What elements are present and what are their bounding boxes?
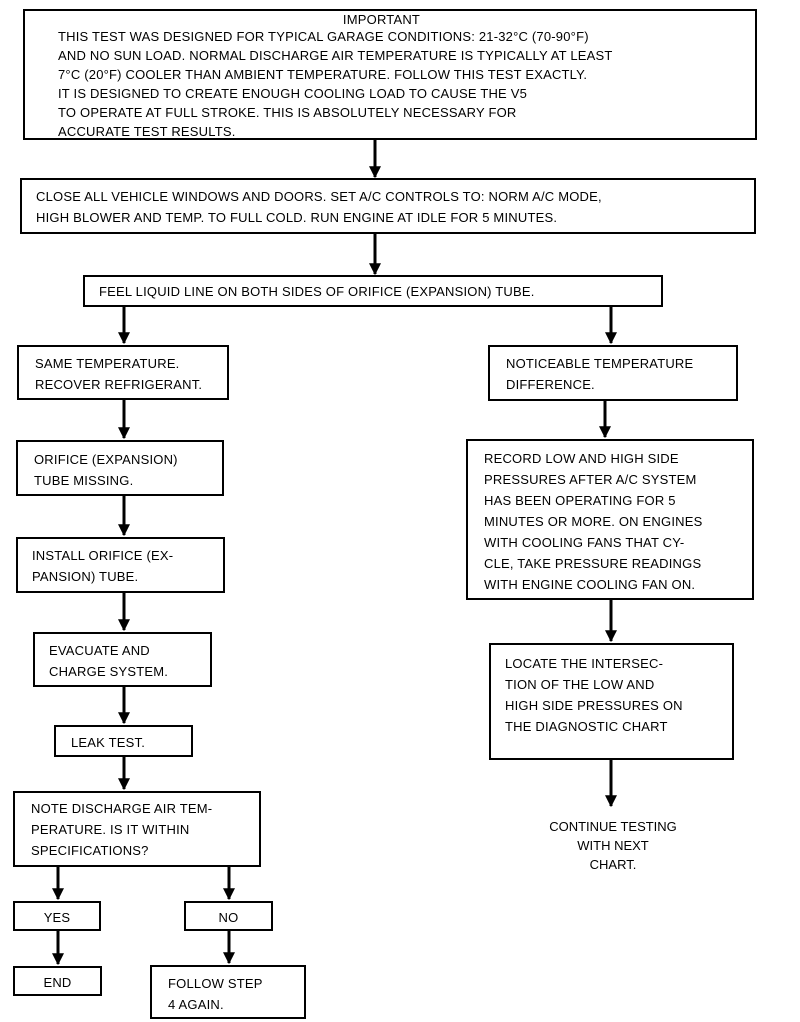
end-terminal-box: END [13,966,102,996]
step-text-line: TUBE MISSING. [34,473,134,488]
step-text-line: NOTICEABLE TEMPERATURE [506,356,694,371]
step-text-line: NOTE DISCHARGE AIR TEM- [31,801,213,816]
step-text-line: LEAK TEST. [71,735,146,750]
step-text-line: WITH COOLING FANS THAT CY- [484,535,685,550]
step-text-line: CONTINUE TESTING [549,819,677,834]
step-text-line: SAME TEMPERATURE. [35,356,180,371]
step-text-line: EVACUATE AND [49,643,150,658]
leak-test-step-box: LEAK TEST. [54,725,193,757]
note-discharge-decision-box: NOTE DISCHARGE AIR TEM- PERATURE. IS IT … [13,791,261,867]
close-windows-step-box: CLOSE ALL VEHICLE WINDOWS AND DOORS. SET… [20,178,756,234]
step-text-line: PANSION) TUBE. [32,569,139,584]
important-line: THIS TEST WAS DESIGNED FOR TYPICAL GARAG… [58,29,589,44]
feel-liquid-line-step-box: FEEL LIQUID LINE ON BOTH SIDES OF ORIFIC… [83,275,663,307]
step-text-line: ORIFICE (EXPANSION) [34,452,178,467]
noticeable-difference-step-box: NOTICEABLE TEMPERATURE DIFFERENCE. [488,345,738,401]
step-text-line: CLE, TAKE PRESSURE READINGS [484,556,702,571]
step-text-line: HIGH BLOWER AND TEMP. TO FULL COLD. RUN … [36,210,558,225]
follow-step-box: FOLLOW STEP 4 AGAIN. [150,965,306,1019]
step-text-line: HAS BEEN OPERATING FOR 5 [484,493,676,508]
same-temperature-step-box: SAME TEMPERATURE. RECOVER REFRIGERANT. [17,345,229,400]
step-text-line: INSTALL ORIFICE (EX- [32,548,174,563]
install-orifice-step-box: INSTALL ORIFICE (EX- PANSION) TUBE. [16,537,225,593]
yes-label: YES [43,910,71,925]
step-text-line: THE DIAGNOSTIC CHART [505,719,668,734]
step-text-line: PRESSURES AFTER A/C SYSTEM [484,472,697,487]
record-pressures-step-box: RECORD LOW AND HIGH SIDE PRESSURES AFTER… [466,439,754,600]
step-text-line: CLOSE ALL VEHICLE WINDOWS AND DOORS. SET… [36,189,602,204]
continue-testing-note: CONTINUE TESTING WITH NEXT CHART. [518,817,708,874]
important-line: AND NO SUN LOAD. NORMAL DISCHARGE AIR TE… [58,48,613,63]
step-text-line: HIGH SIDE PRESSURES ON [505,698,683,713]
step-text-line: WITH ENGINE COOLING FAN ON. [484,577,696,592]
step-text-line: DIFFERENCE. [506,377,595,392]
locate-intersection-step-box: LOCATE THE INTERSEC- TION OF THE LOW AND… [489,643,734,760]
step-text-line: MINUTES OR MORE. ON ENGINES [484,514,703,529]
step-text-line: FEEL LIQUID LINE ON BOTH SIDES OF ORIFIC… [99,284,535,299]
no-branch-box: NO [184,901,273,931]
important-heading: IMPORTANT [342,12,421,27]
important-line: TO OPERATE AT FULL STROKE. THIS IS ABSOL… [58,105,517,120]
important-note-box: IMPORTANT THIS TEST WAS DESIGNED FOR TYP… [23,9,757,140]
step-text-line: TION OF THE LOW AND [505,677,655,692]
step-text-line: CHARGE SYSTEM. [49,664,169,679]
step-text-line: LOCATE THE INTERSEC- [505,656,664,671]
step-text-line: WITH NEXT [577,838,649,853]
step-text-line: FOLLOW STEP [168,976,263,991]
important-line: IT IS DESIGNED TO CREATE ENOUGH COOLING … [58,86,528,101]
step-text-line: RECORD LOW AND HIGH SIDE [484,451,679,466]
orifice-missing-step-box: ORIFICE (EXPANSION) TUBE MISSING. [16,440,224,496]
step-text-line: SPECIFICATIONS? [31,843,149,858]
important-line: ACCURATE TEST RESULTS. [58,124,236,139]
end-label: END [43,975,72,990]
yes-branch-box: YES [13,901,101,931]
no-label: NO [218,910,239,925]
step-text-line: RECOVER REFRIGERANT. [35,377,203,392]
step-text-line: PERATURE. IS IT WITHIN [31,822,190,837]
step-text-line: CHART. [589,857,637,872]
important-line: 7°C (20°F) COOLER THAN AMBIENT TEMPERATU… [58,67,588,82]
step-text-line: 4 AGAIN. [168,997,224,1012]
evacuate-charge-step-box: EVACUATE AND CHARGE SYSTEM. [33,632,212,687]
